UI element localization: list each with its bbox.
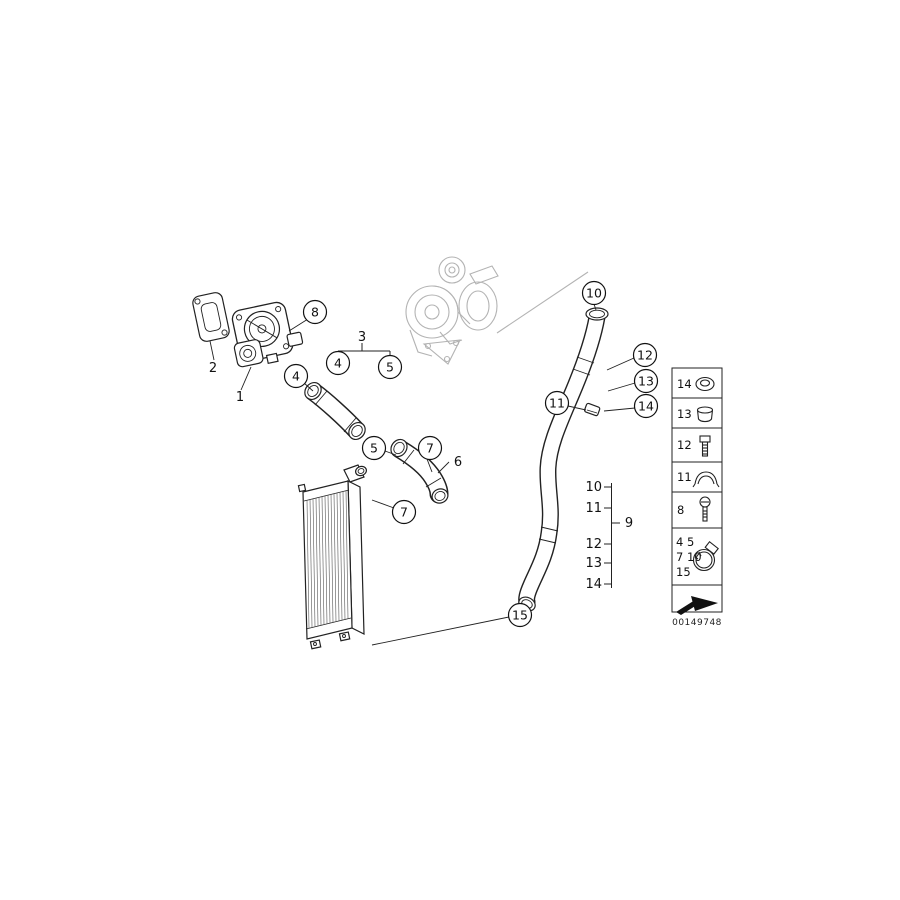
legend-row-clamps[interactable]: 4 5 7 10 15 [676,535,719,579]
callout-label-3[interactable]: 3 [358,330,366,345]
callout-label-9[interactable]: 9 [625,516,633,531]
leader-lines [209,303,636,646]
turbocharger-drawing [405,256,589,365]
callout-label-12-list[interactable]: 12 [585,537,602,552]
callout-label-13-list[interactable]: 13 [585,556,602,571]
callout-10[interactable]: 10 [581,280,607,306]
callout-7b[interactable]: 7 [391,499,417,525]
callout-12[interactable]: 12 [632,342,658,368]
callout-label-6[interactable]: 6 [454,455,462,470]
svg-text:12: 12 [677,438,692,452]
intercooler-drawing [297,464,367,650]
cap-icon [696,406,714,423]
legend-row-14[interactable]: 14 [677,376,715,392]
svg-text:8: 8 [311,304,319,319]
grommet-icon [695,376,715,392]
svg-text:14: 14 [677,377,692,391]
svg-text:4 5: 4 5 [676,535,694,549]
legend-row-8[interactable]: 8 [677,496,711,522]
image-number: 00149748 [672,618,722,628]
svg-text:11: 11 [549,395,565,410]
svg-text:5: 5 [386,359,394,374]
charge-air-hose-drawing [518,307,609,612]
callout-13[interactable]: 13 [633,368,659,394]
pressure-hose-drawing [390,438,449,504]
plain-callouts: 2 1 3 6 10 11 9 12 13 14 [209,330,633,592]
svg-text:15: 15 [676,565,691,579]
callout-label-14-list[interactable]: 14 [585,577,602,592]
callout-label-2[interactable]: 2 [209,361,217,376]
callout-8[interactable]: 8 [302,299,328,325]
hose-clamp-icon [692,540,719,572]
callout-label-1[interactable]: 1 [236,390,244,405]
legend-row-12[interactable]: 12 [677,435,711,457]
svg-text:15: 15 [512,607,528,622]
callout-5b[interactable]: 5 [361,435,387,461]
svg-text:12: 12 [637,347,653,362]
svg-text:4: 4 [292,368,300,383]
bolt-icon [699,435,711,457]
svg-text:11: 11 [677,470,692,484]
legend-panel: 14 13 12 11 [671,367,723,615]
charge-pipe-drawing [304,381,366,441]
callout-14[interactable]: 14 [633,393,659,419]
callout-7a[interactable]: 7 [417,435,443,461]
gasket-drawing [192,292,230,342]
svg-text:4: 4 [334,355,342,370]
legend-row-13[interactable]: 13 [677,406,714,423]
svg-text:8: 8 [677,503,684,517]
callout-4b[interactable]: 4 [325,350,351,376]
svg-text:7: 7 [400,504,408,519]
circled-callouts: 8 4 4 5 5 7 7 10 11 12 13 [283,280,659,628]
callout-11[interactable]: 11 [544,390,570,416]
callout-5a[interactable]: 5 [377,354,403,380]
throttle-body-drawing [231,301,304,368]
legend-row-11[interactable]: 11 [677,470,720,488]
svg-text:14: 14 [638,398,654,413]
svg-text:13: 13 [638,373,654,388]
callout-4a[interactable]: 4 [283,363,309,389]
svg-text:7: 7 [426,440,434,455]
callout-label-10-list[interactable]: 10 [585,480,602,495]
svg-text:10: 10 [586,285,602,300]
svg-text:5: 5 [370,440,378,455]
screw-icon [699,496,711,522]
callout-15[interactable]: 15 [507,602,533,628]
callout-label-11-list[interactable]: 11 [585,501,602,516]
hose-clip-drawing [584,402,601,417]
svg-text:13: 13 [677,407,692,421]
direction-arrow-icon [676,596,718,615]
clip-icon [692,471,720,488]
